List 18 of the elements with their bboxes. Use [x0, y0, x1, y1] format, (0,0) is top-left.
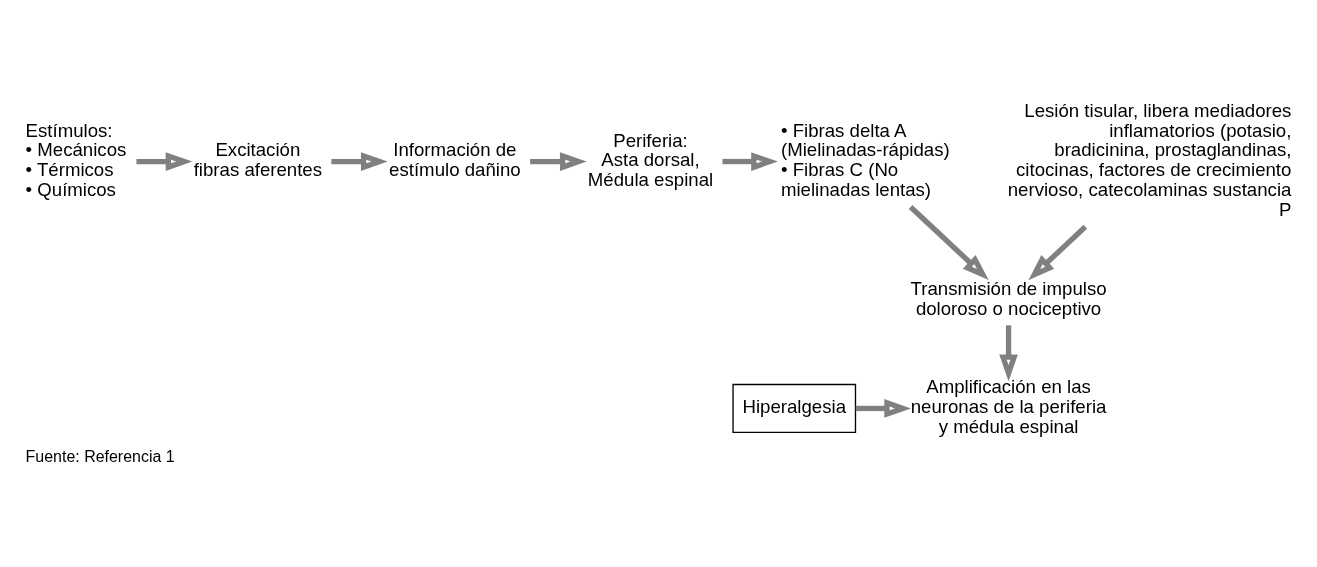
arrow [136, 151, 193, 171]
arrow [999, 324, 1018, 381]
arrow [908, 204, 989, 280]
node-text: Transmisión de impulso doloroso o nociceptivo [910, 277, 1107, 319]
node-text: Periferia: Asta dorsal, Médula espinal [587, 129, 714, 190]
node-text: Excitación fibras aferentes [193, 138, 323, 180]
caption: Fuente: Referencia 1 [25, 447, 175, 465]
node-box: Hiperalgesia [732, 383, 857, 433]
node-text: Estímulos: • Mecánicos • Térmicos • Químicos [25, 119, 127, 200]
node-text: Amplificación en las neuronas de la periferia y médula espinal [910, 375, 1107, 437]
arrow [722, 151, 778, 171]
arrow [1028, 224, 1088, 280]
node-text: Lesión tisular, libera mediadores inflamatorios (potasio, bradicinina, prostaglandinas, citocinas, factores de crecimiento nervioso, catecolaminas sustancia P [1007, 99, 1292, 220]
node-text: • Fibras delta A (Mielinadas-rápidas) • Fibras C (No mielinadas lentas) [780, 119, 950, 200]
node-text: Información de estímulo dañino [389, 138, 521, 180]
arrow [331, 151, 388, 171]
arrow [530, 151, 587, 171]
arrow [855, 398, 911, 418]
